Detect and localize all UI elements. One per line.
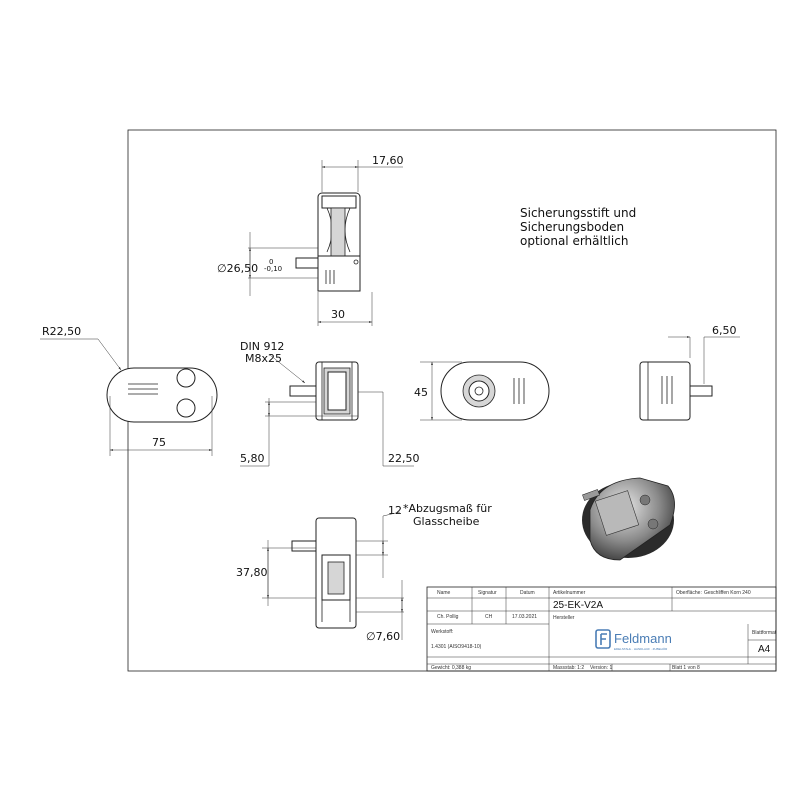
title-block	[426, 586, 777, 672]
tb-row-name: Ch. Pollig	[437, 614, 459, 620]
tb-sheet-format-label: Blattformat	[752, 630, 777, 636]
dim-top-tol-lower: -0,10	[264, 265, 282, 273]
middle-side-view	[240, 354, 414, 467]
dim-pin: 6,50	[712, 324, 737, 337]
top-view	[248, 160, 403, 326]
dim-radius: R22,50	[42, 325, 81, 338]
dim-height: 45	[414, 386, 428, 399]
tb-article-label: Artikelnummer	[553, 590, 586, 596]
tb-surface-value: Geschliffen Korn 240	[704, 590, 751, 596]
tb-material-value: 1.4301 (AISO9418-10)	[431, 644, 482, 650]
dim-section-height: 37,80	[236, 566, 268, 579]
brand-name: Feldmann	[614, 631, 672, 646]
dim-top-width: 17,60	[372, 154, 404, 167]
tb-article-value: 25-EK-V2A	[553, 600, 603, 611]
dim-hole-diameter: ∅7,60	[366, 630, 400, 643]
tb-page: Blatt 1 von 8	[672, 665, 700, 671]
note-line-1: Sicherungsstift und	[520, 206, 636, 220]
dim-offset-left: 5,80	[240, 452, 265, 465]
dim-top-diameter: ∅26,50	[217, 262, 258, 275]
isometric-view	[582, 477, 675, 561]
brand-tagline: EDELSTAHL · HANDLAUF · ZUBEHÖR	[614, 647, 668, 651]
dim-glass-note-2: Glasscheibe	[413, 515, 480, 528]
tb-weight: Gewicht: 0,388 kg	[431, 665, 471, 671]
tb-header-signature: Signatur	[478, 590, 497, 596]
dim-glass-note-1: *Abzugsmaß für	[403, 502, 492, 515]
tb-row-date: 17.03.2021	[512, 614, 537, 620]
tb-row-signature: CH	[485, 614, 493, 620]
tb-manufacturer-label: Hersteller	[553, 615, 575, 621]
dim-glass-gap: 12	[388, 504, 402, 517]
feldmann-logo	[595, 629, 611, 649]
front-hole-view	[420, 361, 550, 421]
tb-surface-label: Oberfläche:	[676, 590, 702, 596]
tb-header-name: Name	[437, 590, 451, 596]
tb-scale: Massstab: 1:2	[553, 665, 584, 671]
dim-top-tol-upper: 0	[269, 258, 273, 266]
dim-screw-line-2: M8x25	[245, 352, 282, 365]
dim-screw-line-1: DIN 912	[240, 340, 284, 353]
tb-version: Version: 1	[590, 665, 612, 671]
note-line-2: Sicherungsboden	[520, 220, 624, 234]
dim-offset-right: 22,50	[388, 452, 420, 465]
front-oval-view	[40, 338, 218, 456]
tb-header-date: Datum	[520, 590, 535, 596]
bottom-section-view	[262, 511, 404, 640]
dim-length: 75	[152, 436, 166, 449]
note-line-3: optional erhältlich	[520, 234, 628, 248]
tb-material-label: Werkstoff:	[431, 629, 453, 635]
right-side-view	[639, 336, 740, 421]
dim-top-base: 30	[331, 308, 345, 321]
tb-sheet-format-value: A4	[758, 644, 771, 655]
